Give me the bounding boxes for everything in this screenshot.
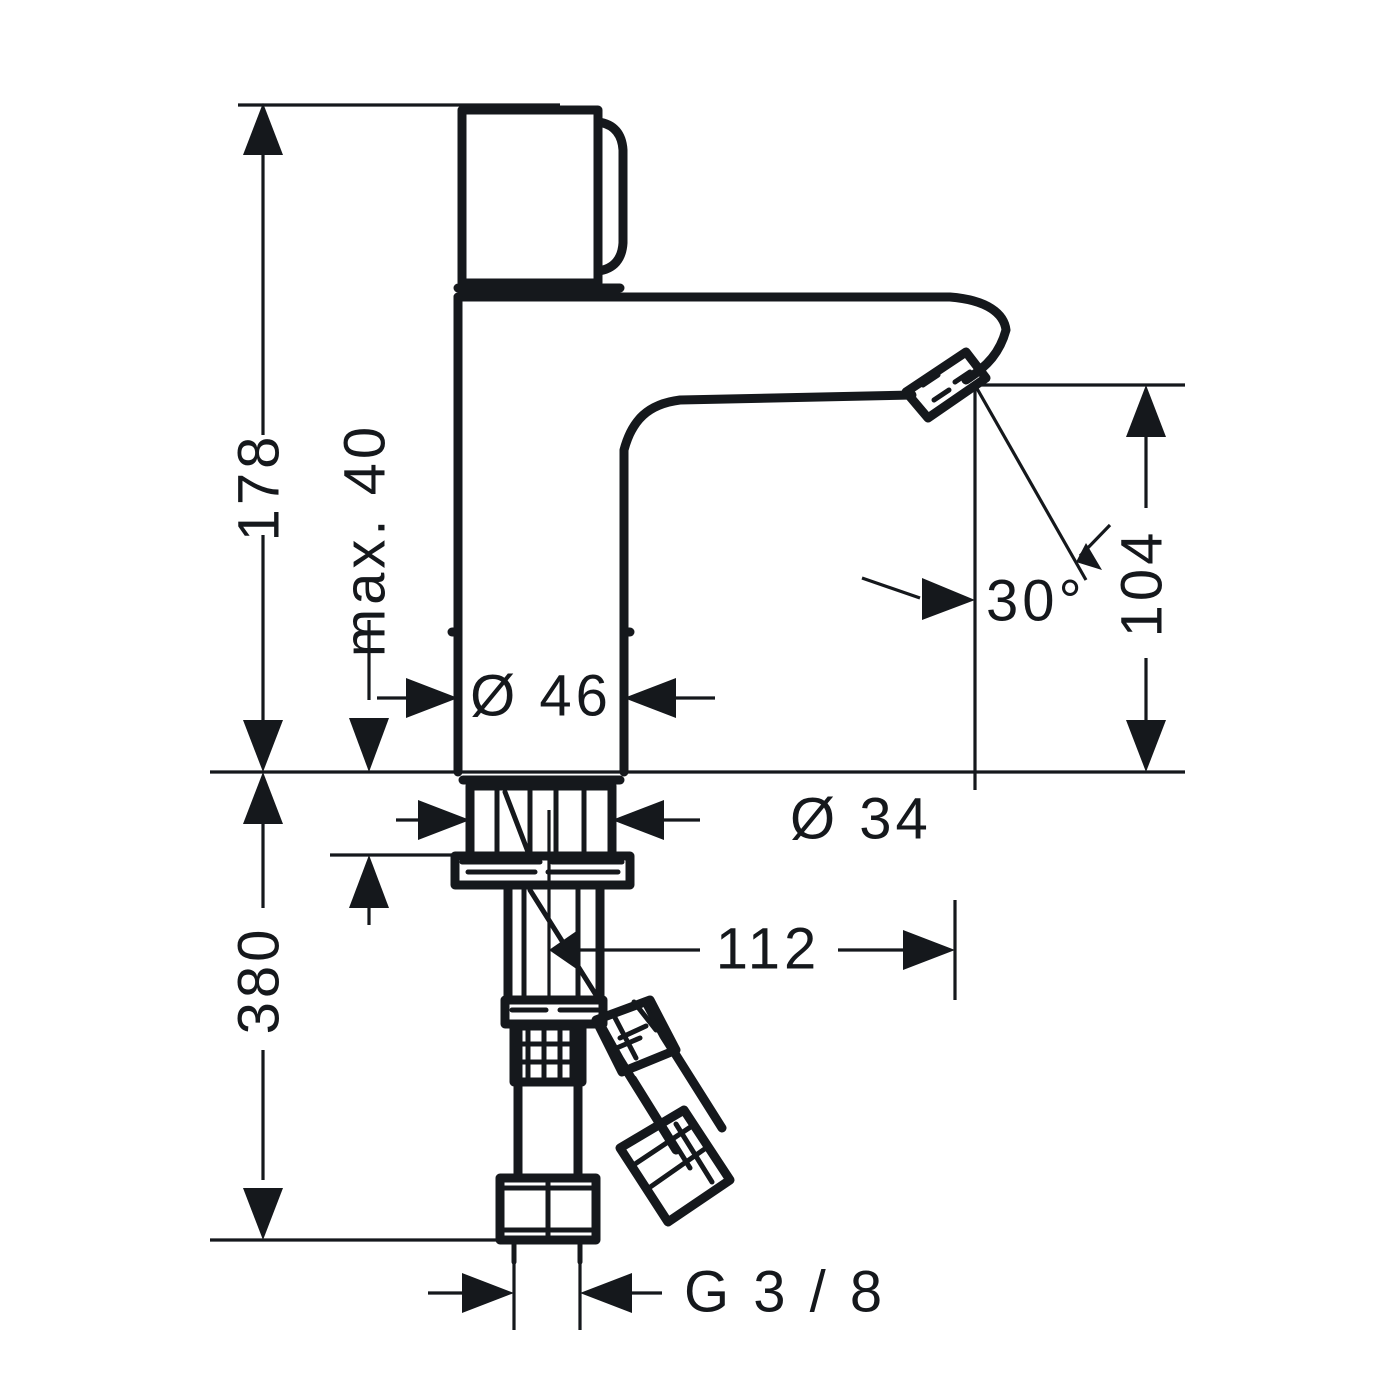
- handle-grip-tab: [593, 117, 628, 276]
- dimension-178: 178: [226, 103, 291, 772]
- dimension-label-30-degrees: 30°: [986, 568, 1086, 633]
- supply-hose-right: [591, 995, 735, 1227]
- dimension-112: 112: [549, 916, 955, 981]
- dimension-label-g38: G 3 / 8: [684, 1259, 886, 1324]
- supply-hose-left: [495, 1019, 601, 1265]
- dimension-label-104: 104: [1109, 529, 1174, 638]
- spout-underside: [619, 390, 917, 777]
- escutcheon-washer: [450, 851, 635, 890]
- dimension-dia-46: Ø 46: [377, 663, 715, 728]
- dimension-label-112: 112: [716, 916, 820, 981]
- dimension-104: 104: [1109, 385, 1174, 772]
- lever-handle: [457, 105, 603, 288]
- dimension-label-max-40: max. 40: [332, 423, 397, 657]
- spout-top-surface: [453, 292, 1011, 385]
- dimension-label-380: 380: [226, 926, 291, 1035]
- extension-lines: [210, 103, 1185, 1330]
- dimension-label-178: 178: [226, 433, 291, 542]
- deck-thickness-arrow: [349, 855, 389, 925]
- dimension-dia-34: Ø 34: [396, 786, 932, 851]
- dimension-label-dia-46: Ø 46: [470, 663, 612, 728]
- dimension-label-dia-34: Ø 34: [790, 786, 932, 851]
- dimension-30-degrees: 30°: [861, 384, 1112, 633]
- dimension-max-40: max. 40: [332, 423, 397, 772]
- aerator-outlet: [901, 347, 991, 423]
- dimension-g38: G 3 / 8: [428, 1259, 886, 1324]
- dimension-380: 380: [226, 772, 291, 1240]
- faucet-body-outline: [447, 105, 1011, 1265]
